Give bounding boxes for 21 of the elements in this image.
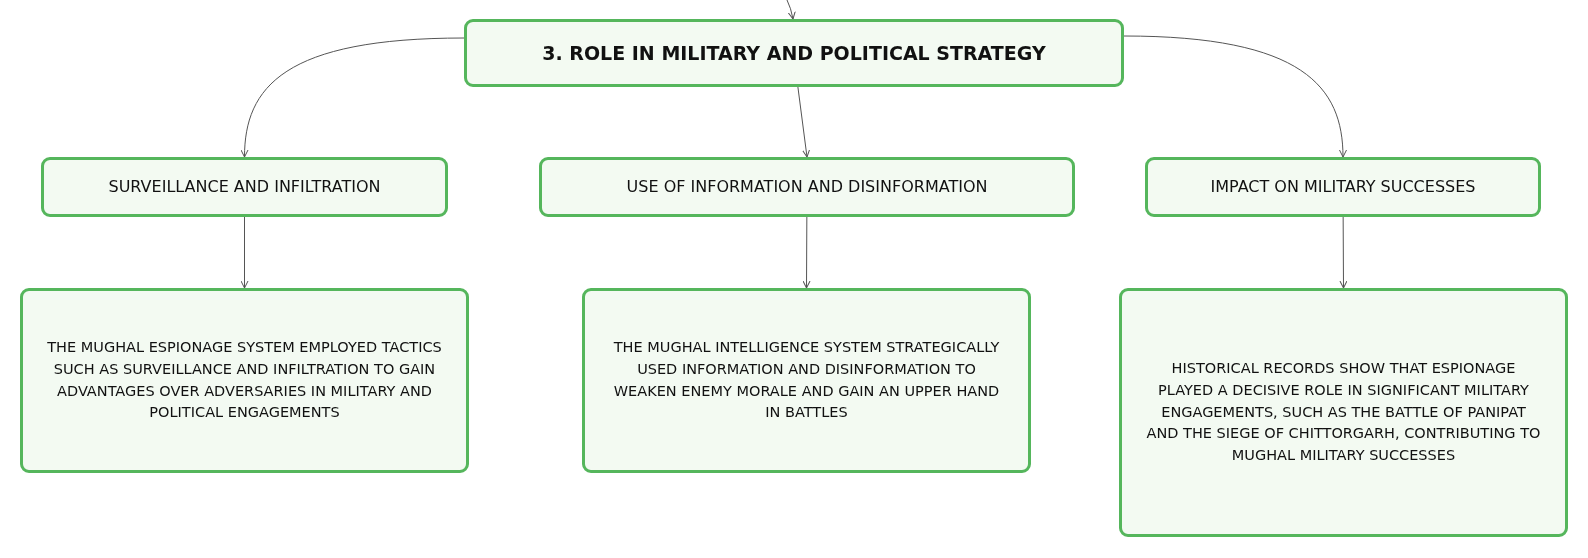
- connector-arrow: [786, 0, 796, 20]
- description-box: [20, 288, 469, 473]
- description-text: THE MUGHAL INTELLIGENCE SYSTEM STRATEGICALLY USED INFORMATION AND DISINFORMATION TO WEAKEN ENEMY MORALE AND GAIN AN UPPER HAND IN BATTLES: [612, 338, 1001, 423]
- connector-arrow: [802, 216, 811, 289]
- subtopic-label: IMPACT ON MILITARY SUCCESSES: [1210, 176, 1476, 198]
- connector-arrow: [240, 216, 249, 289]
- connector-arrow: [797, 86, 811, 158]
- connector-arrow: [1339, 216, 1348, 289]
- connector-arrow: [240, 37, 465, 158]
- subtopic-label: SURVEILLANCE AND INFILTRATION: [108, 176, 381, 198]
- description-text: HISTORICAL RECORDS SHOW THAT ESPIONAGE PLAYED A DECISIVE ROLE IN SIGNIFICANT MILITARY ENGAGEMENTS, SUCH AS THE BATTLE OF PANIPAT AND THE SIEGE OF CHITTORGARH, CONTRIBUTING TO MUGHAL MILITARY SUCCESSES: [1146, 359, 1541, 466]
- subtopic-box: [1145, 157, 1541, 217]
- subtopic-label: USE OF INFORMATION AND DISINFORMATION: [626, 176, 988, 198]
- description-text: THE MUGHAL ESPIONAGE SYSTEM EMPLOYED TACTICS SUCH AS SURVEILLANCE AND INFILTRATION TO GAIN ADVANTAGES OVER ADVERSARIES IN MILITARY AND POLITICAL ENGAGEMENTS: [47, 338, 442, 423]
- description-box: [582, 288, 1031, 473]
- description-box: [1119, 288, 1568, 537]
- topic-box: [464, 19, 1124, 87]
- subtopic-box: [41, 157, 448, 217]
- topic-title: 3. ROLE IN MILITARY AND POLITICAL STRATEGY: [542, 40, 1046, 66]
- subtopic-box: [539, 157, 1075, 217]
- connector-arrow: [1123, 35, 1347, 158]
